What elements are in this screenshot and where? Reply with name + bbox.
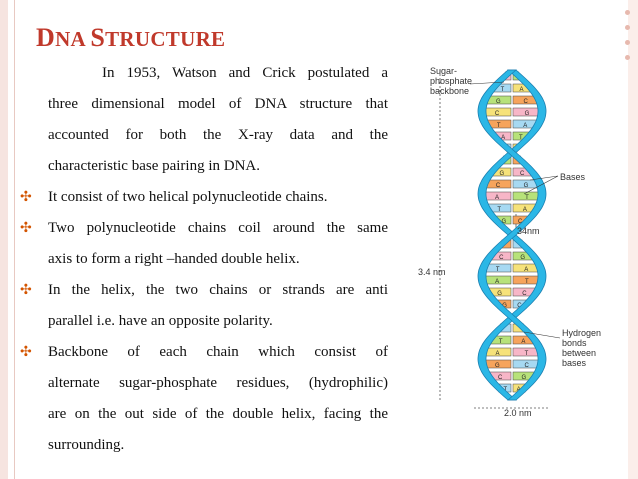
base-letter: A (501, 135, 505, 141)
title-text: NA (55, 27, 87, 51)
base-letter: T (497, 207, 501, 213)
base-letter: T (525, 351, 529, 357)
title-letter: D (36, 23, 56, 52)
base-letter: T (501, 87, 505, 93)
bullet-icon: ✣ (20, 190, 32, 205)
base-letter: C (518, 219, 523, 225)
slide-body: In 1953, Watson and Crick postulated a t… (20, 58, 388, 461)
pointer-line (529, 175, 559, 181)
base-letter: G (496, 99, 501, 105)
base-letter: T (499, 339, 503, 345)
bullet-line: surrounding. (48, 437, 125, 453)
base-letter: T (525, 279, 529, 285)
intro-paragraph: In 1953, Watson and Crick postulated a t… (20, 58, 388, 182)
intro-line: accounted for both the X-ray data and th… (48, 127, 388, 143)
pointer-line (523, 331, 561, 339)
base-letter: G (524, 183, 529, 189)
dna-helix-diagram: TAGCCGTAATGCCGATTAGCCGTAATGCGCTAATGCCGTA (439, 69, 561, 409)
base-letter: G (525, 111, 530, 117)
base-letter: G (502, 303, 507, 309)
bullet-line: In the helix, the two chains or strands … (48, 282, 388, 298)
rise-label: 34nm (517, 226, 540, 236)
base-letter: T (504, 387, 508, 393)
base-letter: T (525, 195, 529, 201)
base-letter: C (498, 375, 503, 381)
bullet-line: Backbone of each chain which consist of (48, 344, 388, 360)
bullet-line: alternate sugar-phosphate residues, (hyd… (48, 375, 388, 391)
diameter-label: 2.0 nm (504, 408, 532, 418)
base-letter: A (523, 207, 527, 213)
intro-line: characteristic base pairing in DNA. (48, 158, 260, 174)
bases-label: Bases (560, 172, 586, 182)
bullet-line: parallel i.e. have an opposite polarity. (48, 313, 273, 329)
base-letter: G (497, 291, 502, 297)
intro-line: In 1953, Watson and Crick postulated a (102, 65, 388, 81)
pointer-line (469, 81, 505, 85)
base-letter: C (496, 183, 501, 189)
pitch-label: 3.4 nm (418, 267, 446, 277)
base-letter: G (495, 363, 500, 369)
base-letter: G (500, 171, 505, 177)
base-letter: C (517, 303, 522, 309)
title-text: TRUCTURE (105, 27, 226, 51)
base-letter: C (523, 99, 528, 105)
bullet-line: It consist of two helical polynucleotide… (48, 189, 328, 205)
decorative-dots (620, 0, 634, 70)
base-letter: G (522, 375, 527, 381)
base-letter: C (522, 291, 527, 297)
base-letter: C (495, 111, 500, 117)
bullet-icon: ✣ (20, 221, 32, 236)
bullet-line: axis to form a right –handed double heli… (48, 251, 300, 267)
slide-title: DNA STRUCTURE (36, 23, 225, 53)
bullet-icon: ✣ (20, 283, 32, 298)
base-letter: T (519, 135, 523, 141)
slide-frame-right (628, 0, 638, 479)
base-letter: A (495, 279, 499, 285)
bullet-item: ✣ Two polynucleotide chains coil around … (20, 213, 388, 275)
bullet-item: ✣ It consist of two helical polynucleoti… (20, 182, 388, 213)
bullet-item: ✣ Backbone of each chain which consist o… (20, 337, 388, 461)
pointer-line (523, 175, 559, 195)
intro-line: three dimensional model of DNA structure… (48, 96, 388, 112)
base-letter: A (523, 123, 527, 129)
base-letter: C (499, 255, 504, 261)
base-letter: A (521, 339, 525, 345)
base-letter: G (502, 219, 507, 225)
bullet-icon: ✣ (20, 345, 32, 360)
base-letter: A (519, 87, 523, 93)
hydrogen-bonds-label: Hydrogen bonds between bases (562, 328, 602, 368)
base-letter: C (520, 171, 525, 177)
base-letter: A (524, 267, 528, 273)
bullet-item: ✣ In the helix, the two chains or strand… (20, 275, 388, 337)
slide-frame-left (0, 0, 8, 479)
base-letter: C (525, 363, 530, 369)
bullet-line: are on the out side of the double helix,… (48, 406, 388, 422)
base-letter: T (497, 123, 501, 129)
base-letter: A (495, 351, 499, 357)
base-letter: A (495, 195, 499, 201)
slide-frame-line (14, 0, 15, 479)
sugar-phosphate-label: Sugar- phosphate backbone (430, 66, 473, 96)
title-letter: S (90, 23, 106, 52)
bullet-line: Two polynucleotide chains coil around th… (48, 220, 388, 236)
base-letter: G (520, 255, 525, 261)
dna-helix-figure: TAGCCGTAATGCCGATTAGCCGTAATGCGCTAATGCCGTA… (412, 62, 612, 422)
base-letter: T (496, 267, 500, 273)
